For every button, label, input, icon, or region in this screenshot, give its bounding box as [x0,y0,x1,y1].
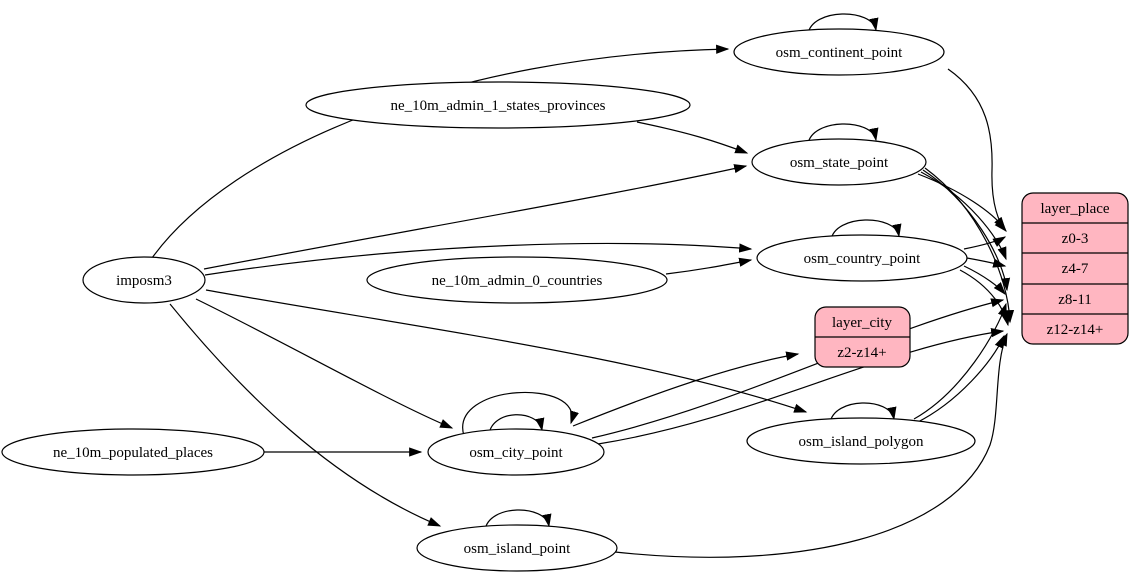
osm-continent-point-label: osm_continent_point [776,45,903,61]
edge-osm_city_point-to-layer_place-z8-11 [591,298,1005,439]
ne-10m-populated-places-label: ne_10m_populated_places [53,445,213,461]
ne-10m-admin-0-countries-ellipse [366,256,668,304]
node-osm-state-point: osm_state_point [751,138,927,186]
node-osm-continent-point: osm_continent_point [733,28,945,76]
layer-place-box [1021,192,1129,345]
edge-osm_country_point-to-layer_place-z0-3 [963,236,1007,250]
osm-island-polygon-label: osm_island_polygon [798,434,924,450]
edge-ne_10m_admin_1_states_provinces-to-osm_state_point [636,121,749,154]
edge-osm_city_point-to-osm_city_point-1 [462,391,579,437]
node-ne-10m-populated-places: ne_10m_populated_places [1,428,265,476]
node-ne-10m-admin-1-states-provinces: ne_10m_admin_1_states_provinces [305,81,691,129]
edge-osm_island_polygon-to-osm_island_polygon [829,402,897,424]
osm-country-point-label: osm_country_point [804,251,921,267]
edge-imposm3-to-osm_island_point [169,303,442,527]
ne-10m-admin-0-countries-label: ne_10m_admin_0_countries [432,273,603,289]
edge-osm_city_point-to-osm_city_point [488,414,545,435]
osm-state-point-label: osm_state_point [790,155,889,171]
edge-osm_city_point-to-layer_place-z12-z14+ [597,328,1005,445]
imposm3-ellipse [82,256,206,304]
edge-osm_continent_point-to-layer_place-z0-3 [947,68,1007,232]
layer-place-row-z0-3: z0-3 [1062,231,1089,247]
node-osm-city-point: osm_city_point [427,428,605,476]
edges-layer [151,13,1015,558]
imposm3-label: imposm3 [116,273,172,289]
osm-continent-point-ellipse [733,28,945,76]
osm-state-point-ellipse [751,138,927,186]
layer-place-row-z4-7: z4-7 [1062,261,1089,277]
node-osm-island-point: osm_island_point [416,524,618,572]
edge-osm_country_point-to-layer_place-z8-11 [963,265,1006,296]
edge-osm_island_point-to-layer_place-z12-z14+ [614,332,1008,558]
edge-osm_state_point-to-layer_place-z8-11 [922,169,1011,292]
edge-osm_island_polygon-to-layer_place-z8-11 [913,302,1007,420]
osm-city-point-ellipse [427,428,605,476]
node-imposm3: imposm3 [82,256,206,304]
osm-island-polygon-ellipse [746,417,976,465]
ne-10m-admin-1-states-provinces-ellipse [305,81,691,129]
osm-country-point-ellipse [756,234,968,282]
node-ne-10m-admin-0-countries: ne_10m_admin_0_countries [366,256,668,304]
ne-10m-populated-places-ellipse [1,428,265,476]
edge-imposm3-to-osm_state_point [203,164,748,270]
edge-osm_country_point-to-layer_place-z12-z14+ [959,269,1011,327]
edge-imposm3-to-osm_city_point [195,298,454,429]
record-layer-city: layer_city z2-z14+ [814,306,911,368]
layer-place-row-z8-11: z8-11 [1058,292,1092,308]
osm-island-point-ellipse [416,524,618,572]
record-layer-place: layer_place z0-3 z4-7 z8-11 z12-z14+ [1021,192,1129,345]
ne-10m-admin-1-states-provinces-label: ne_10m_admin_1_states_provinces [391,98,606,114]
edge-osm_continent_point-to-osm_continent_point [807,13,879,35]
edge-imposm3-to-osm_island_polygon [205,289,808,413]
edge-osm_city_point-to-layer_city-z2-z14+ [572,351,800,427]
edge-ne_10m_admin_0_countries-to-osm_country_point [665,257,753,275]
edge-osm_state_point-to-layer_place-z4-7 [920,171,1007,261]
layer-place-row-z12-z14: z12-z14+ [1047,322,1104,338]
edge-imposm3-to-osm_continent_point [151,44,730,259]
osm-city-point-label: osm_city_point [469,445,563,461]
edge-osm_country_point-to-osm_country_point [830,219,902,241]
layer-place-title: layer_place [1040,201,1109,217]
node-osm-island-polygon: osm_island_polygon [746,417,976,465]
edge-osm_state_point-to-osm_state_point [807,123,879,145]
layer-city-title: layer_city [832,315,892,331]
edge-imposm3-to-osm_country_point [204,242,753,276]
layer-city-row-z2-z14: z2-z14+ [837,345,886,361]
node-osm-country-point: osm_country_point [756,234,968,282]
osm-island-point-label: osm_island_point [464,541,572,557]
edge-osm_country_point-to-layer_place-z4-7 [966,257,1007,268]
edge-osm_state_point-to-layer_place-z12-z14+ [924,167,1015,324]
edge-osm_island_point-to-osm_island_point [484,509,552,531]
